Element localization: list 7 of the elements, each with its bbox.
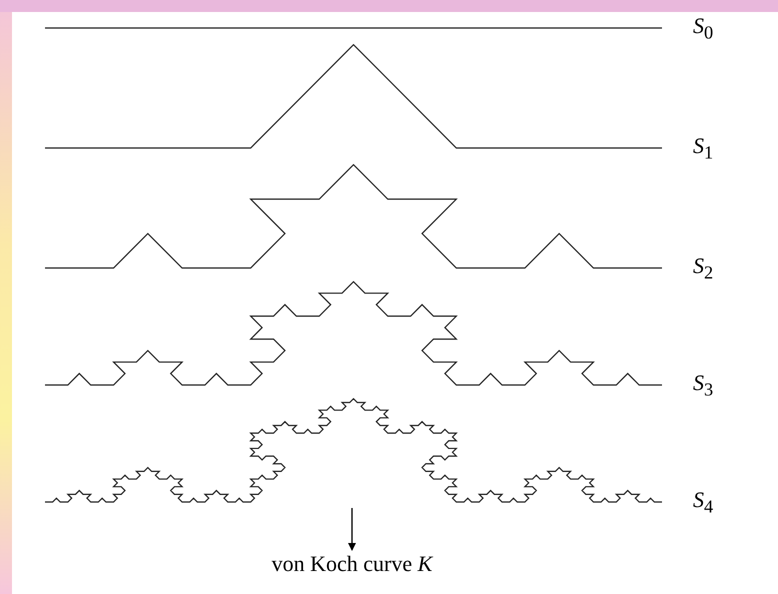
curve-name: von Koch curve K	[272, 551, 432, 576]
stage-label: S$_{1}$	[693, 134, 714, 164]
stage-label: S$_{2}$	[693, 254, 714, 284]
stage-label: S$_{0}$	[693, 14, 714, 44]
arrow	[348, 508, 356, 551]
stage-label: S$_{4}$	[693, 488, 714, 518]
stage-label: S$_{3}$	[693, 371, 714, 402]
